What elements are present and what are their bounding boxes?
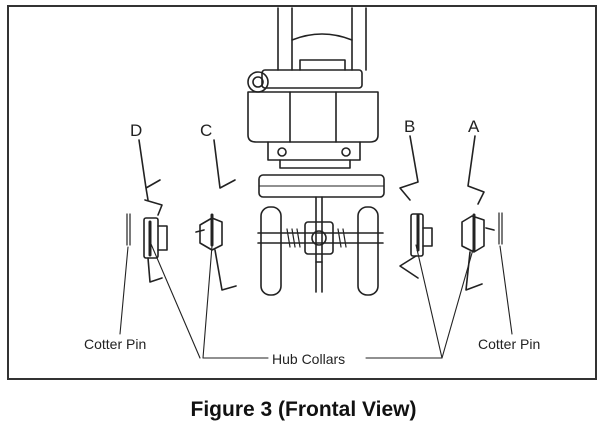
leader-lines (119, 243, 513, 359)
cotter-pin-right (498, 212, 503, 245)
tine-c-assembly (195, 139, 237, 291)
tine-label-c: C (200, 121, 213, 140)
tine-b-assembly (399, 135, 433, 279)
tine-label-b: B (404, 117, 416, 136)
tiller-body (247, 7, 385, 296)
figure-frame (7, 5, 597, 380)
figure-caption: Figure 3 (Frontal View) (190, 398, 417, 421)
cotter-pin-left-label: Cotter Pin (84, 336, 147, 352)
cotter-pin-right-label: Cotter Pin (478, 336, 541, 352)
cotter-pin-left (126, 213, 131, 246)
tine-d-assembly (138, 139, 168, 283)
tine-a-assembly (461, 135, 495, 291)
tine-label-a: A (468, 117, 480, 136)
tine-label-d: D (130, 121, 143, 140)
hub-collars-label: Hub Collars (272, 351, 346, 367)
